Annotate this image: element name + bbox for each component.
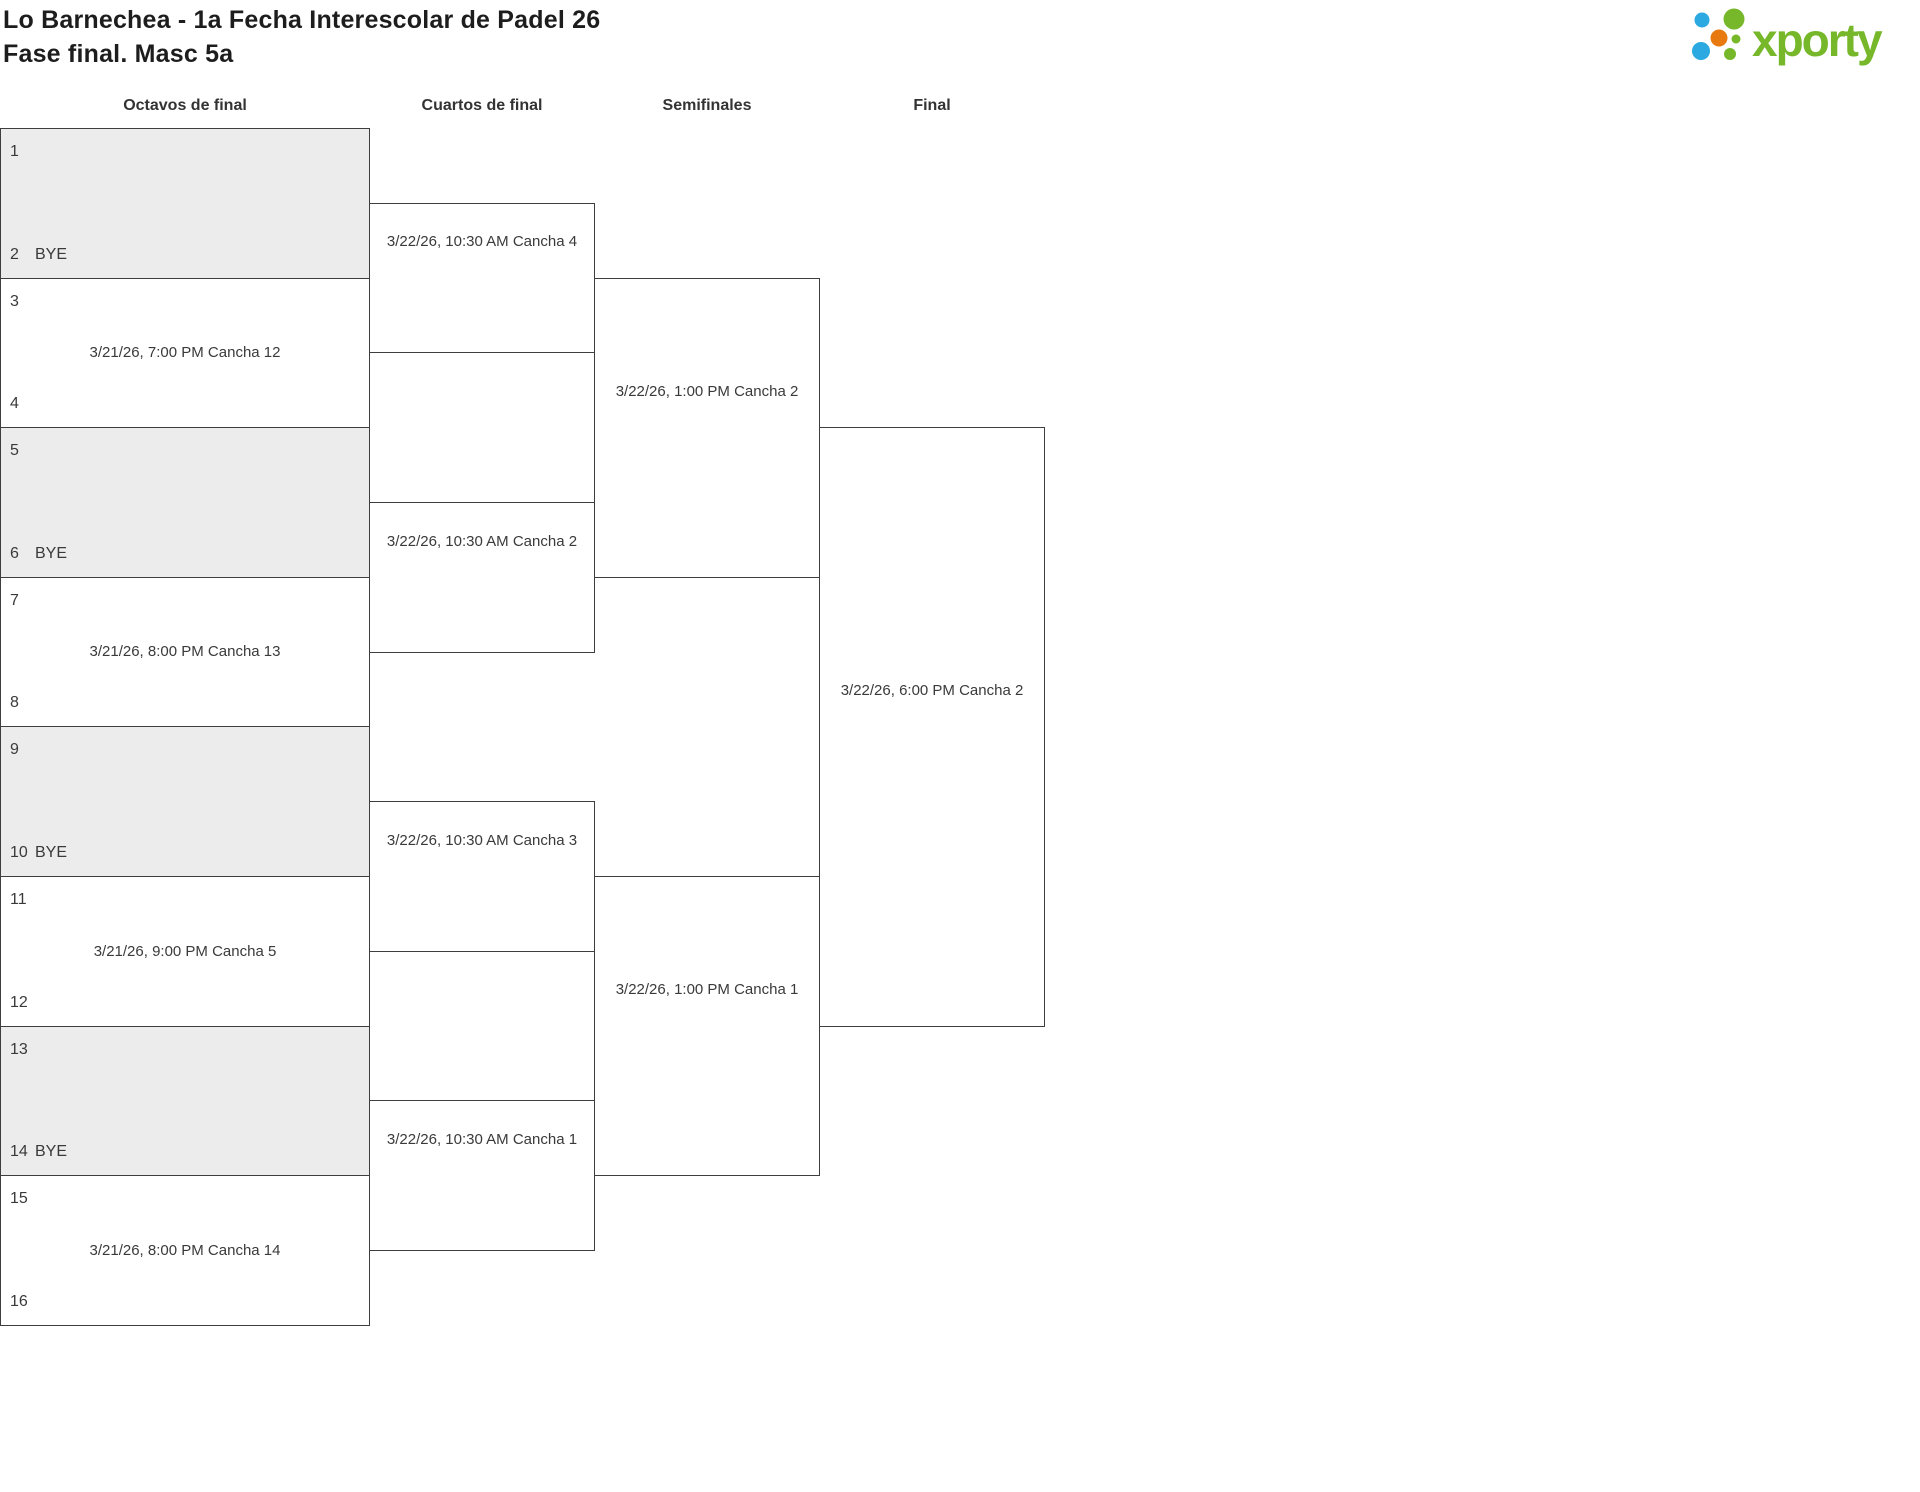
- seed-number: 5: [10, 442, 19, 459]
- team-slot: 3: [10, 293, 363, 311]
- team-slot: 15: [10, 1190, 363, 1208]
- match-schedule: 3/21/26, 7:00 PM Cancha 12: [89, 344, 281, 361]
- round-header-semifinales: Semifinales: [662, 97, 752, 114]
- round-header-cuartos: Cuartos de final: [421, 97, 543, 114]
- seed-number: 15: [10, 1190, 28, 1207]
- team-slot: 8: [10, 694, 363, 712]
- match-r16-1[interactable]: 1 2 BYE: [0, 128, 370, 279]
- match-schedule: 3/22/26, 10:30 AM Cancha 3: [386, 831, 578, 849]
- match-r16-7[interactable]: 13 14 BYE: [0, 1026, 370, 1176]
- seed-number: 16: [10, 1293, 28, 1310]
- match-schedule: 3/22/26, 1:00 PM Cancha 1: [615, 981, 799, 998]
- team-name: BYE: [35, 1143, 68, 1160]
- match-r16-3[interactable]: 5 6 BYE: [0, 427, 370, 578]
- round-header-octavos: Octavos de final: [123, 97, 247, 114]
- match-r16-6[interactable]: 11 3/21/26, 9:00 PM Cancha 5 12: [0, 876, 370, 1027]
- team-slot: 10 BYE: [10, 844, 363, 862]
- seed-number: 8: [10, 694, 19, 711]
- match-qf-2[interactable]: 3/22/26, 10:30 AM Cancha 2: [369, 502, 595, 653]
- seed-number: 6: [10, 545, 19, 562]
- seed-number: 1: [10, 143, 19, 160]
- team-name: BYE: [35, 246, 68, 263]
- page-subtitle: Fase final. Masc 5a: [3, 40, 234, 68]
- seed-number: 11: [10, 891, 27, 908]
- round-header-final: Final: [913, 97, 951, 114]
- team-slot: 6 BYE: [10, 545, 363, 563]
- seed-number: 12: [10, 994, 28, 1011]
- team-slot: 2 BYE: [10, 246, 363, 264]
- match-qf-3[interactable]: 3/22/26, 10:30 AM Cancha 3: [369, 801, 595, 952]
- brand-wordmark: xporty: [1752, 14, 1883, 66]
- match-schedule: 3/21/26, 8:00 PM Cancha 14: [89, 1241, 281, 1259]
- match-r16-2[interactable]: 3 3/21/26, 7:00 PM Cancha 12 4: [0, 278, 370, 428]
- team-slot: 11: [10, 891, 363, 909]
- logo-dots-icon: [1692, 8, 1745, 60]
- team-slot: 14 BYE: [10, 1143, 363, 1161]
- team-name: BYE: [35, 844, 68, 861]
- match-final[interactable]: 3/22/26, 6:00 PM Cancha 2: [819, 427, 1045, 1027]
- team-slot: 12: [10, 994, 363, 1012]
- match-qf-1[interactable]: 3/22/26, 10:30 AM Cancha 4: [369, 203, 595, 353]
- team-name: BYE: [35, 545, 68, 562]
- seed-number: 3: [10, 293, 19, 310]
- seed-number: 10: [10, 844, 28, 861]
- match-schedule: 3/22/26, 10:30 AM Cancha 1: [386, 1130, 578, 1148]
- team-slot: 7: [10, 592, 363, 610]
- match-schedule: 3/21/26, 9:00 PM Cancha 5: [93, 942, 277, 960]
- seed-number: 14: [10, 1143, 28, 1160]
- match-r16-4[interactable]: 7 3/21/26, 8:00 PM Cancha 13 8: [0, 577, 370, 727]
- team-slot: 9: [10, 741, 363, 759]
- seed-number: 7: [10, 592, 19, 609]
- match-schedule: 3/22/26, 1:00 PM Cancha 2: [615, 383, 799, 400]
- team-slot: 1: [10, 143, 363, 161]
- match-schedule: 3/22/26, 10:30 AM Cancha 4: [386, 233, 578, 250]
- match-schedule: 3/22/26, 6:00 PM Cancha 2: [840, 682, 1024, 699]
- match-schedule: 3/22/26, 10:30 AM Cancha 2: [386, 532, 578, 550]
- seed-number: 9: [10, 741, 19, 758]
- xporty-logo[interactable]: xporty: [1686, 2, 1896, 70]
- match-r16-5[interactable]: 9 10 BYE: [0, 726, 370, 877]
- seed-number: 13: [10, 1041, 28, 1058]
- match-qf-4[interactable]: 3/22/26, 10:30 AM Cancha 1: [369, 1100, 595, 1251]
- team-slot: 4: [10, 395, 363, 413]
- team-slot: 13: [10, 1041, 363, 1059]
- match-sf-2[interactable]: 3/22/26, 1:00 PM Cancha 1: [594, 876, 820, 1176]
- match-sf-1[interactable]: 3/22/26, 1:00 PM Cancha 2: [594, 278, 820, 578]
- seed-number: 4: [10, 395, 19, 412]
- team-slot: 16: [10, 1293, 363, 1311]
- team-slot: 5: [10, 442, 363, 460]
- seed-number: 2: [10, 246, 19, 263]
- match-schedule: 3/21/26, 8:00 PM Cancha 13: [89, 643, 281, 660]
- page-title: Lo Barnechea - 1a Fecha Interescolar de …: [3, 6, 601, 34]
- match-r16-8[interactable]: 15 3/21/26, 8:00 PM Cancha 14 16: [0, 1175, 370, 1326]
